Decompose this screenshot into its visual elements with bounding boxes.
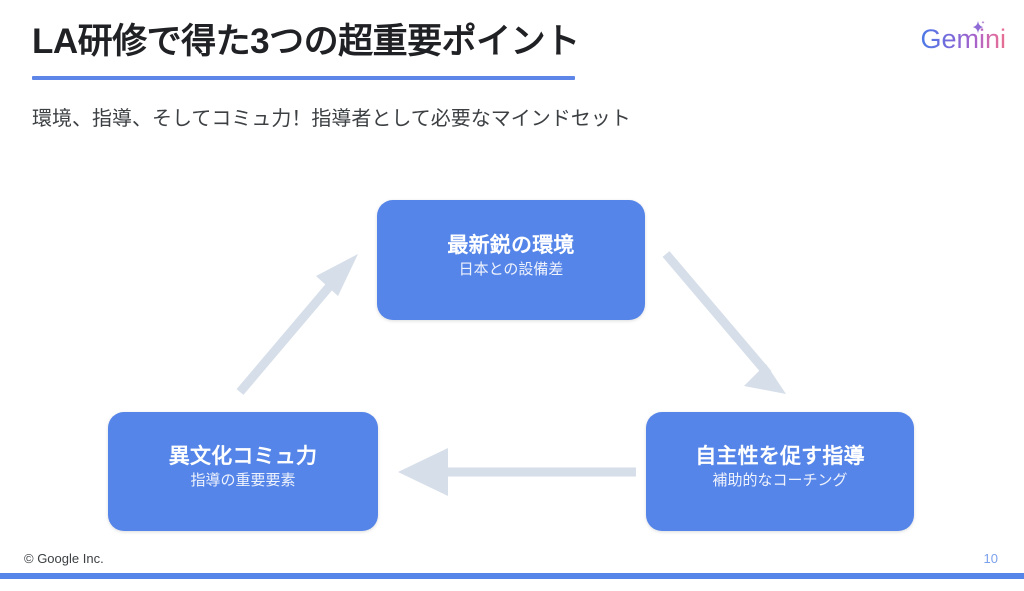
footer-page-number: 10 [983,551,998,566]
gemini-wordmark: Gemini [896,26,1006,53]
diagram-node-right[interactable]: 自主性を促す指導 補助的なコーチング [646,412,914,531]
arrow-right-to-left [398,448,636,496]
diagram-node-right-subtitle: 補助的なコーチング [712,472,848,490]
diagram-node-top-subtitle: 日本との設備差 [458,260,564,278]
gemini-logo: Gemini [896,20,1006,62]
arrow-top-to-right [662,251,786,394]
sparkle-icon [972,20,985,34]
diagram-node-left[interactable]: 異文化コミュ力 指導の重要要素 [108,412,378,531]
diagram-node-right-title: 自主性を促す指導 [695,445,865,469]
diagram-node-top-title: 最新鋭の環境 [447,233,575,257]
arrow-left-to-top [236,254,358,395]
title-underline-rule [32,76,575,80]
cycle-diagram: 最新鋭の環境 日本との設備差 自主性を促す指導 補助的なコーチング 異文化コミュ… [0,160,1024,550]
diagram-node-left-subtitle: 指導の重要要素 [190,472,296,490]
footer-copyright: © Google Inc. [24,551,104,566]
diagram-arrow-layer [236,251,786,496]
page-title: LA研修で得た3つの超重要ポイント [32,22,580,61]
diagram-node-top[interactable]: 最新鋭の環境 日本との設備差 [377,200,645,320]
diagram-node-left-title: 異文化コミュ力 [168,445,318,469]
footer-accent-bar [0,573,1024,579]
page-subtitle: 環境、指導、そしてコミュ力！指導者として必要なマインドセット [32,108,631,130]
